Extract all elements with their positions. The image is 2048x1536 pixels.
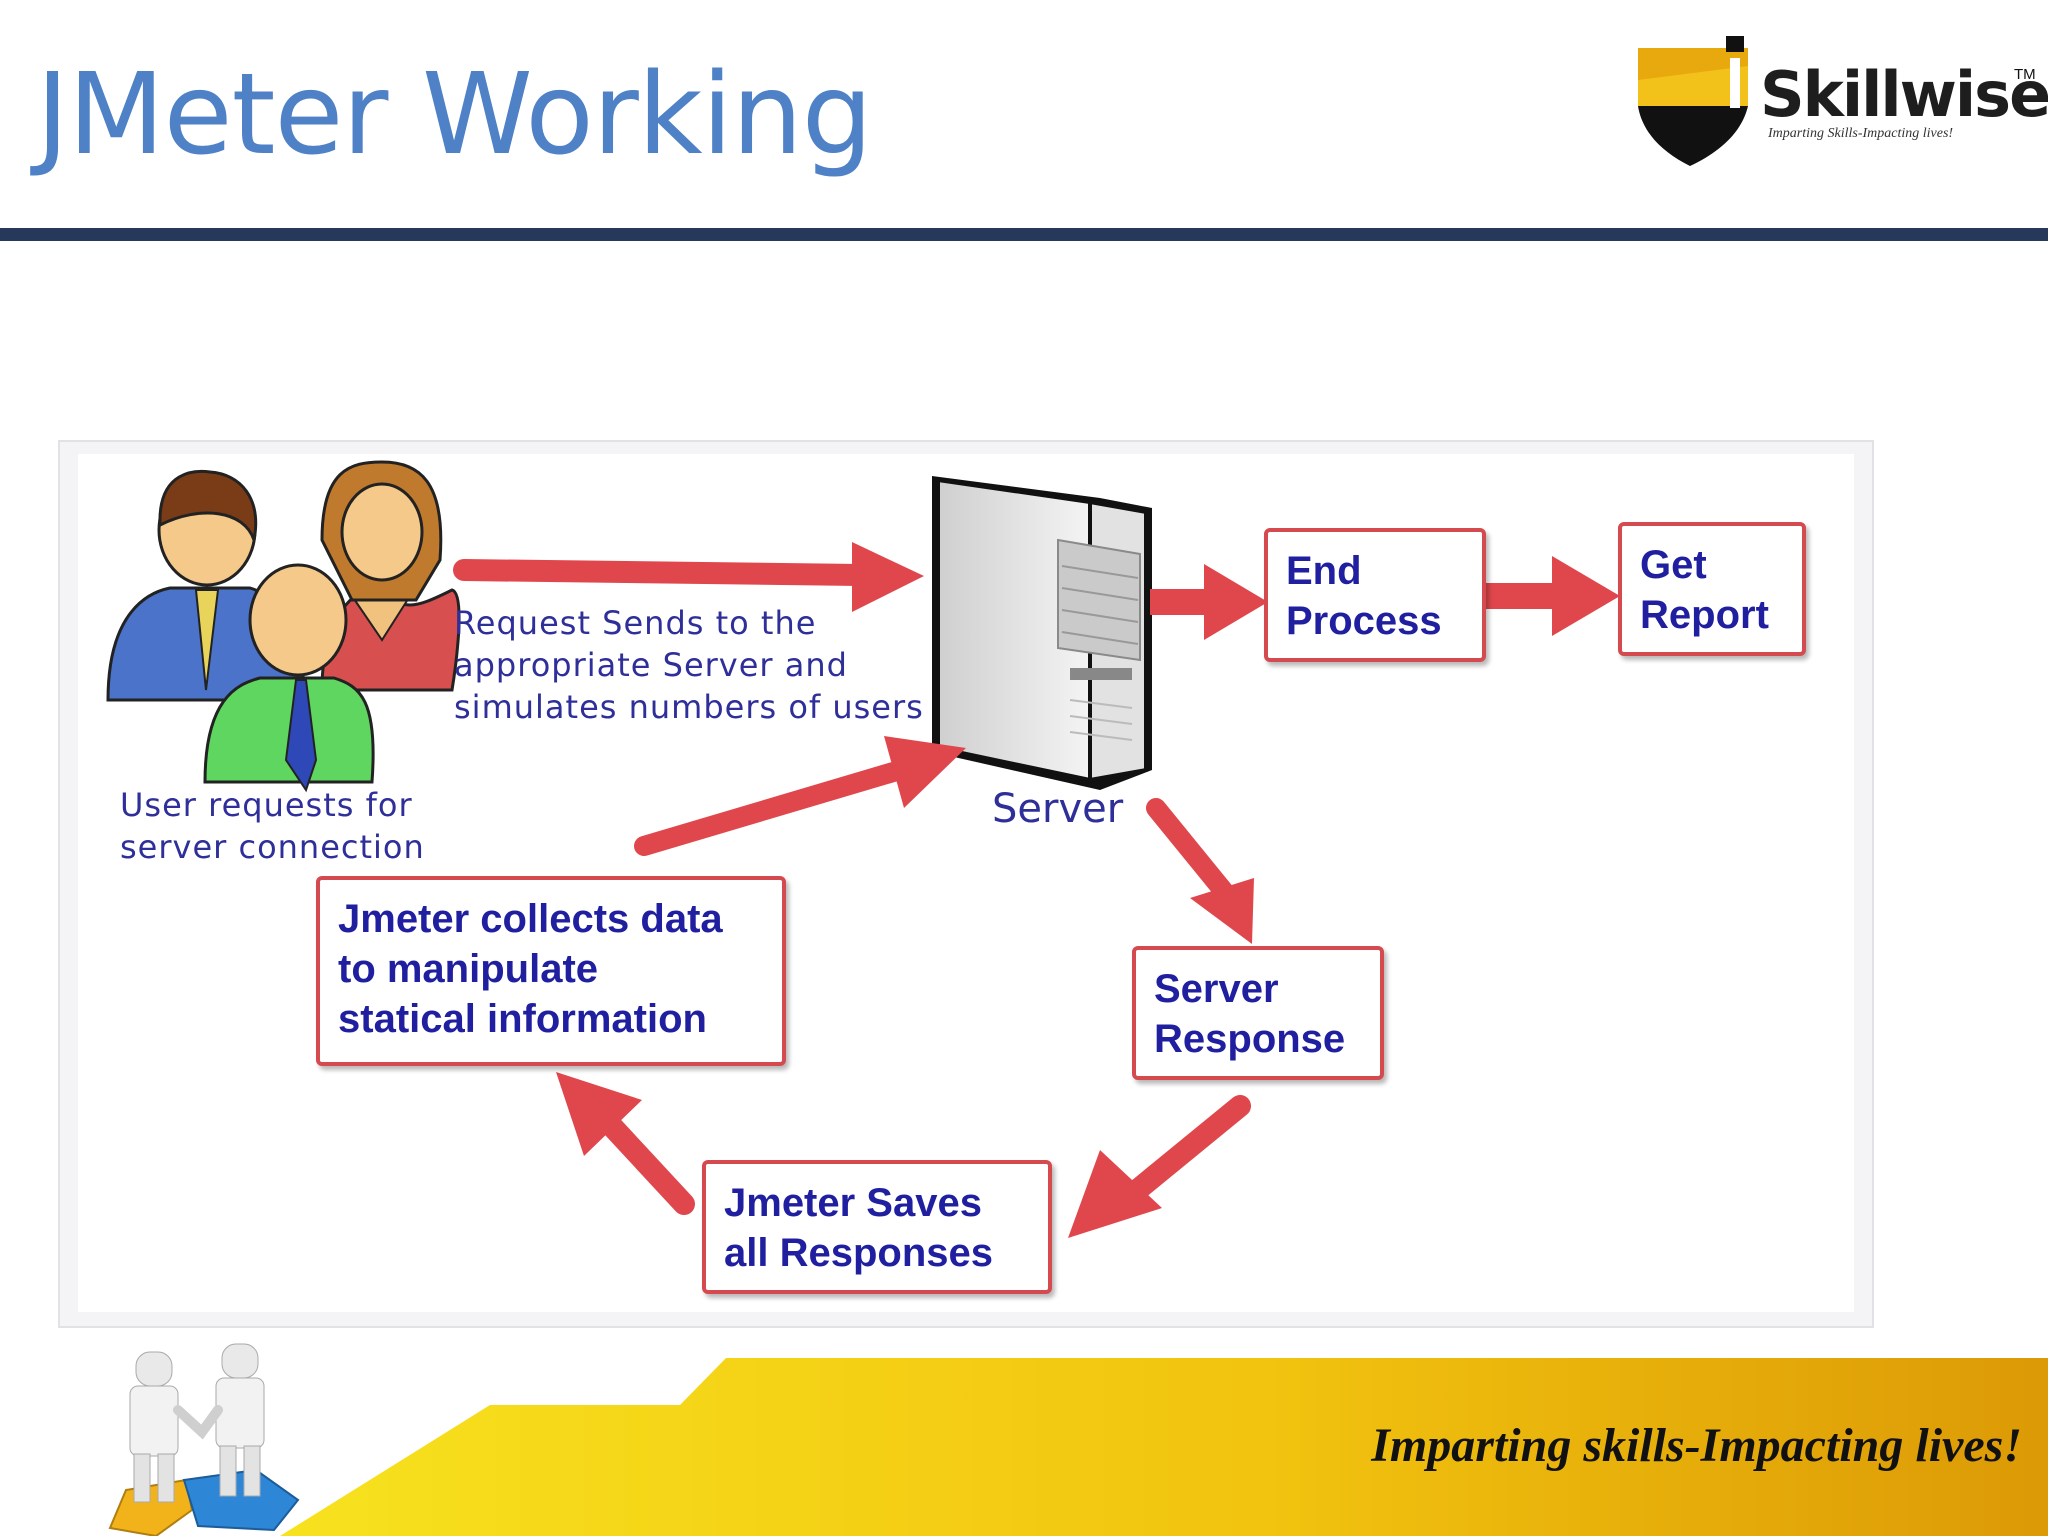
request-caption: Request Sends to the appropriate Server … [454, 604, 924, 726]
collects-data-box: Jmeter collects data to manipulate stati… [316, 876, 786, 1066]
server-label: Server [992, 786, 1124, 832]
arrow-end-process-to-get-report [1486, 556, 1620, 636]
slide-title: JMeter Working [36, 50, 873, 180]
logo-tagline: Imparting Skills-Impacting lives! [1768, 126, 1954, 141]
arrow-users-to-server [453, 542, 924, 612]
get-report-box: Get Report [1618, 522, 1806, 656]
arrow-server-to-response [1146, 798, 1254, 944]
logo-name: Skillwise [1760, 58, 2048, 131]
skillwise-logo: Skillwise TM Imparting Skills-Impacting … [1624, 30, 2048, 175]
users-group-icon [106, 460, 461, 793]
saves-responses-box: Jmeter Saves all Responses [702, 1160, 1052, 1294]
logo-trademark: TM [2014, 66, 2036, 83]
arrow-response-to-saves [1068, 1095, 1251, 1238]
arrow-saves-to-collect [556, 1072, 695, 1215]
title-divider [0, 228, 2048, 241]
server-icon [932, 476, 1152, 790]
server-response-box: Server Response [1132, 946, 1384, 1080]
end-process-box: End Process [1264, 528, 1486, 662]
footer-band [280, 1358, 2048, 1536]
footer-tagline: Imparting skills-Impacting lives! [1371, 1419, 2022, 1472]
shield-icon [1638, 36, 1748, 166]
users-caption: User requests for server connection [120, 786, 425, 866]
arrow-collect-to-server [634, 736, 966, 856]
user-front-icon [203, 563, 375, 793]
arrow-server-to-end-process [1150, 564, 1268, 640]
user-female-icon [320, 460, 461, 692]
flow-arrows [453, 542, 1620, 1238]
handshake-figures-icon [108, 1343, 300, 1536]
